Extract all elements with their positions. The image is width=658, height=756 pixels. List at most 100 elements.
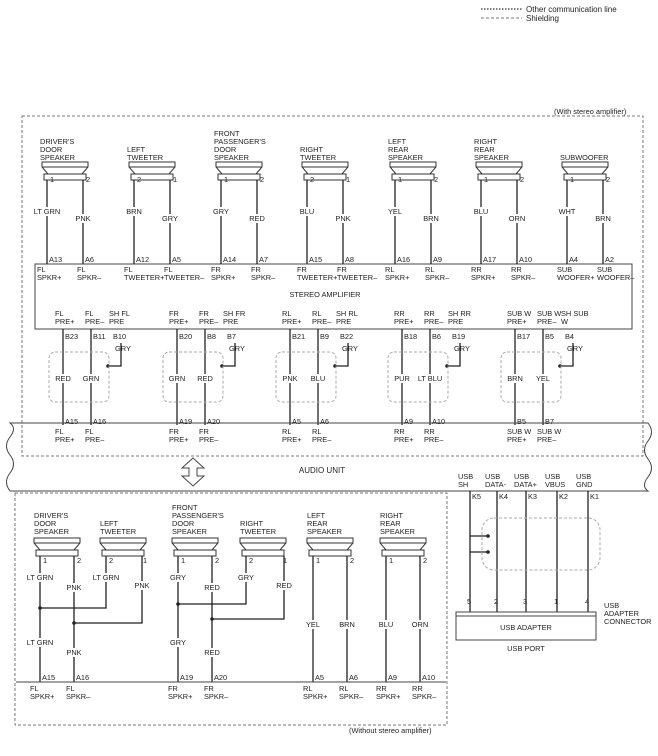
terminal-pin: A16	[76, 673, 89, 682]
noamp-terminal-label: FL	[66, 684, 75, 693]
terminal-pin: B18	[404, 332, 417, 341]
wire-color: RED	[204, 583, 220, 592]
terminal-pin: B4	[565, 332, 574, 341]
terminal-pin: B9	[320, 332, 329, 341]
speaker-icon	[128, 161, 176, 175]
pre-label: PRE+	[507, 317, 527, 326]
pre-label: FL	[85, 309, 94, 318]
wire-color: BLU	[311, 374, 325, 383]
junction	[176, 602, 180, 606]
wire-color: PNK	[282, 374, 297, 383]
terminal-pin: B17	[517, 332, 530, 341]
noamp-speaker-name: REAR	[380, 519, 401, 528]
terminal-pin: K1	[590, 492, 599, 501]
wire-color: GRY	[342, 344, 358, 353]
terminal-pin: A16	[93, 417, 106, 426]
audio-unit-terminal: PRE+	[169, 435, 189, 444]
terminal-pin: A7	[259, 255, 268, 264]
amp-speaker-name: TWEETER	[127, 153, 163, 162]
pre-shield-label: SH FR	[223, 309, 245, 318]
wire-color-bg	[412, 620, 428, 629]
pin-number: 2	[109, 556, 113, 565]
amp-terminal-label: FL	[164, 265, 173, 274]
amp-terminal-label: RL	[425, 265, 434, 274]
audio-unit-terminal: PRE–	[199, 435, 219, 444]
terminal-pin: A8	[345, 255, 354, 264]
speaker-connector	[101, 549, 145, 557]
speaker-wire	[178, 556, 247, 605]
wire-color: BRN	[595, 214, 611, 223]
pin-number: 1	[316, 556, 320, 565]
speaker-connector	[43, 173, 87, 181]
speaker-icon	[41, 161, 89, 175]
terminal-pin: B6	[432, 332, 441, 341]
wire-color-bg	[249, 214, 265, 223]
pre-label: PRE–	[537, 317, 557, 326]
usb-terminal-label: VBUS	[545, 480, 565, 489]
amp-terminal-label: SUB	[557, 265, 572, 274]
pre-label: RR	[394, 309, 405, 318]
pin-number: 1	[554, 597, 558, 606]
pin-number: 1	[570, 175, 574, 184]
noamp-terminal-label: RR	[412, 684, 423, 693]
pin-number: 1	[173, 175, 177, 184]
speaker-icon	[389, 161, 437, 175]
wire-color: BRN	[126, 207, 142, 216]
noamp-terminal-label: FR	[168, 684, 178, 693]
wire-color-bg	[134, 581, 150, 590]
wire-color-bg	[213, 207, 229, 216]
with-amp-frame	[21, 115, 644, 457]
shield-wire	[222, 343, 236, 367]
amp-terminal-label: TWEETER–	[337, 273, 378, 282]
audio-unit-terminal: RL	[282, 427, 291, 436]
speaker-icon	[99, 537, 147, 551]
amp-terminal-label: SPKR–	[425, 273, 450, 282]
noamp-speaker-name: DOOR	[34, 519, 56, 528]
junction	[486, 550, 490, 554]
speaker-connector	[303, 173, 347, 181]
amp-speaker-name: DRIVER'S	[40, 137, 74, 146]
wire-color-bg	[162, 214, 178, 223]
pre-shield-label: SH SUB	[561, 309, 589, 318]
amp-terminal-label: RR	[511, 265, 522, 274]
pre-label: FR	[199, 309, 209, 318]
pin-number: 2	[350, 556, 354, 565]
wire-color-bg	[509, 214, 525, 223]
audio-unit-terminal: RL	[312, 427, 321, 436]
junction	[38, 606, 42, 610]
speaker-connector	[381, 549, 425, 557]
terminal-pin: A6	[320, 417, 329, 426]
wire-color: GRY	[170, 573, 186, 582]
terminal-pin: A10	[422, 673, 435, 682]
terminal-pin: A2	[605, 255, 614, 264]
noamp-terminal-label: SPKR–	[339, 692, 364, 701]
wire-color: RED	[204, 648, 220, 657]
pre-shield-label: PRE	[448, 317, 463, 326]
wire-color-bg	[378, 620, 394, 629]
noamp-terminal-label: SPKR–	[66, 692, 91, 701]
pin-number: 4	[585, 597, 589, 606]
shield-boundary	[48, 351, 110, 403]
wire-color: PNK	[335, 214, 350, 223]
pin-number: 1	[181, 556, 185, 565]
speaker-wire	[212, 556, 285, 620]
pre-shield-label: SH RR	[448, 309, 471, 318]
wire-color-bg	[423, 214, 439, 223]
usb-terminal-label: USB	[514, 472, 529, 481]
wire-color: GRY	[567, 344, 583, 353]
pre-label: PRE–	[199, 317, 219, 326]
wire-color-bg	[339, 620, 355, 629]
pin-number: 2	[215, 556, 219, 565]
pin-number: 1	[143, 556, 147, 565]
wire-color: YEL	[388, 207, 402, 216]
wire-color-bg	[83, 374, 99, 383]
wire-color-bg	[169, 374, 185, 383]
terminal-pin: K2	[559, 492, 568, 501]
wire-color-bg	[55, 374, 71, 383]
terminal-pin: A15	[65, 417, 78, 426]
wire-color-bg	[299, 207, 315, 216]
terminal-pin: B21	[292, 332, 305, 341]
noamp-speaker-name: LEFT	[307, 511, 326, 520]
amp-terminal-label: WOOFER+	[557, 273, 595, 282]
connection-arrow-icon	[180, 457, 206, 487]
